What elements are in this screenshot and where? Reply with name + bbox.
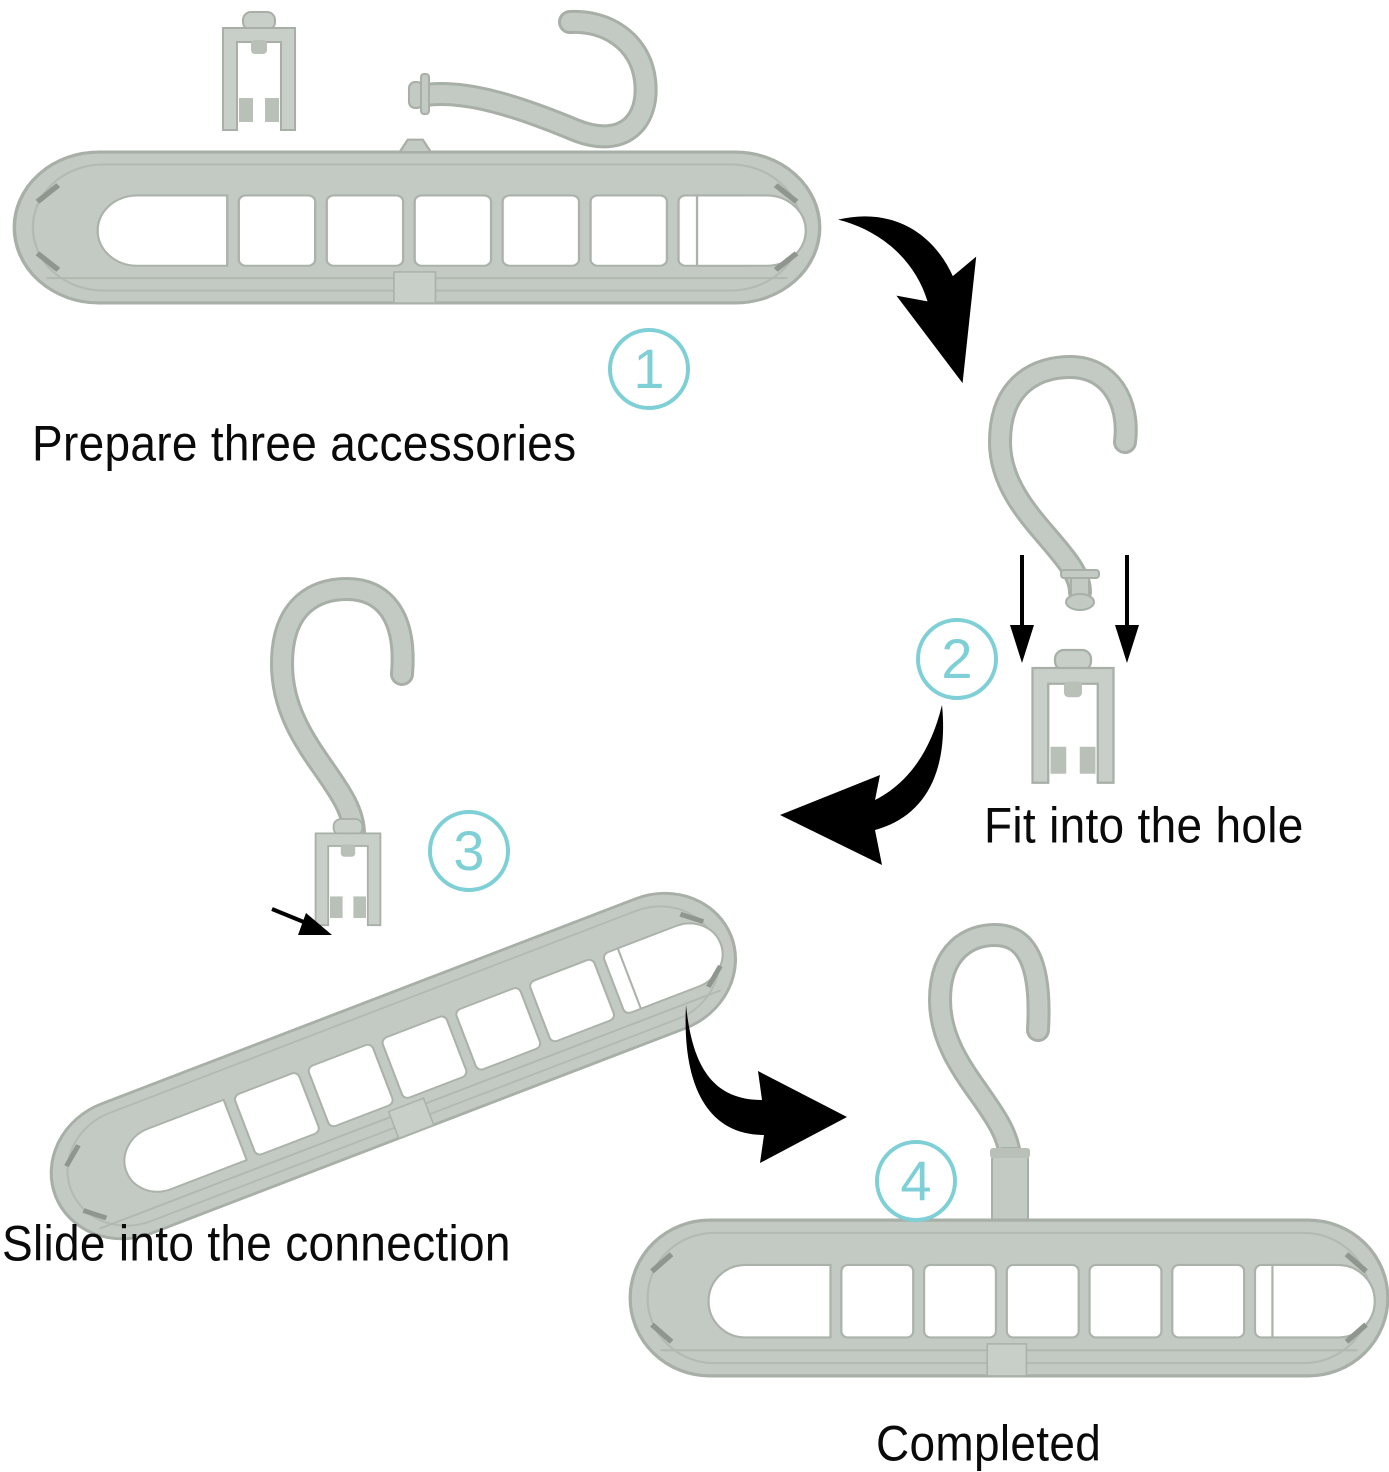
pointer-arrow-icon: [271, 907, 332, 935]
curved-arrow-icon: [780, 705, 944, 865]
hanger-bar-tilted: [20, 830, 780, 1170]
step-1-caption: Prepare three accessories: [32, 415, 577, 472]
clip-part: [1031, 648, 1115, 784]
curved-arrow-icon: [685, 1005, 847, 1163]
hanger-bar: [12, 138, 822, 305]
step-4-badge: 4: [875, 1140, 957, 1222]
hanger-bar-completed: [628, 1218, 1389, 1378]
step-3-badge: 3: [428, 810, 510, 892]
down-arrow-right-icon: [1115, 555, 1139, 663]
clip-accessory: [222, 11, 296, 131]
s-hook-with-clip: [269, 576, 415, 927]
step-2-caption: Fit into the hole: [984, 797, 1304, 854]
s-hook-part: [987, 354, 1138, 611]
step-4-caption: Completed: [876, 1415, 1102, 1472]
curved-arrow-icon: [838, 216, 977, 384]
s-hook-accessory: [408, 9, 658, 149]
step-1-badge: 1: [608, 328, 690, 410]
step-2-badge: 2: [916, 618, 998, 700]
step-3-caption: Slide into the connection: [2, 1215, 511, 1272]
down-arrow-left-icon: [1010, 555, 1034, 663]
